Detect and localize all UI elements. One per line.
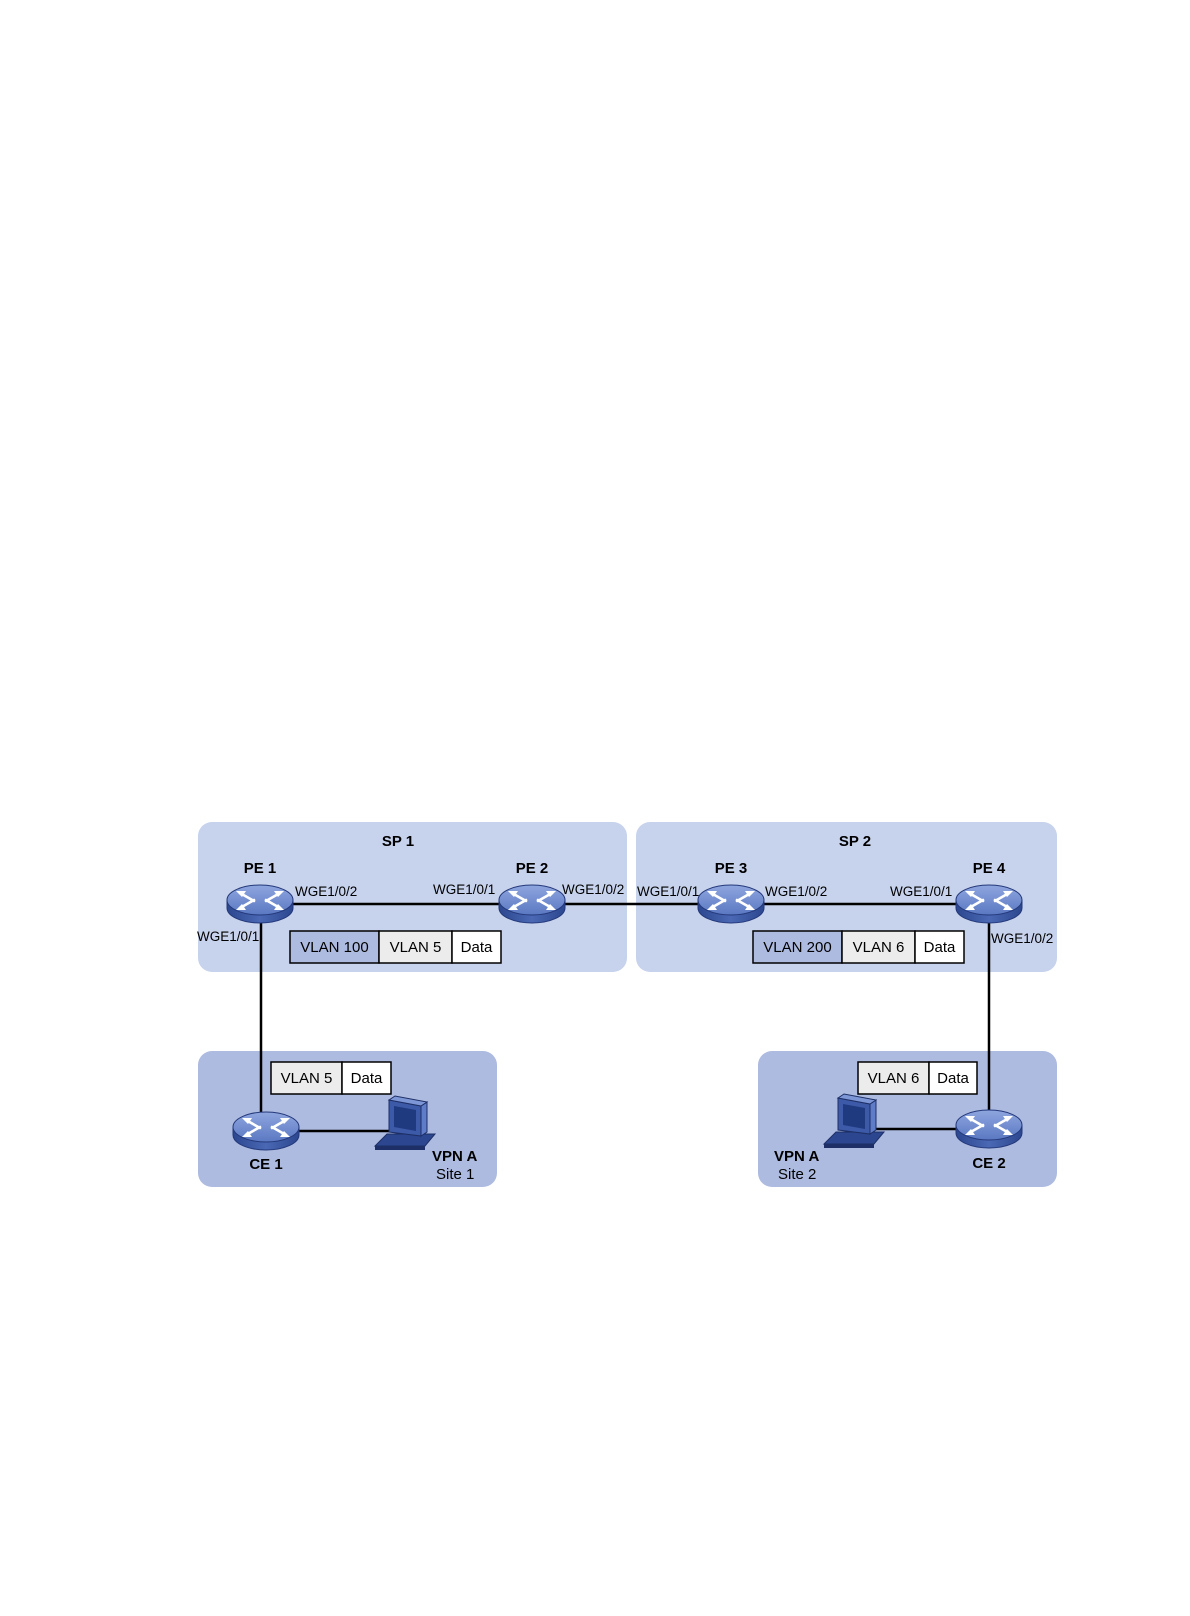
site1-frame: VLAN 5 Data [271, 1062, 391, 1094]
site1-frame-tag: VLAN 5 [281, 1070, 333, 1087]
sp2-frame-inner-tag: VLAN 6 [853, 939, 905, 956]
site2-frame-tag: VLAN 6 [868, 1070, 920, 1087]
sp1-frame-outer-tag: VLAN 100 [300, 939, 368, 956]
site1-frame-data: Data [351, 1070, 383, 1087]
sp2-frame-outer-tag: VLAN 200 [763, 939, 831, 956]
ce1-label: CE 1 [249, 1156, 282, 1173]
pe4-router-icon[interactable] [956, 885, 1022, 923]
sp2-frame: VLAN 200 VLAN 6 Data [753, 931, 964, 963]
site2-frame-data: Data [937, 1070, 969, 1087]
ce2-label: CE 2 [972, 1155, 1005, 1172]
site2-name-label: Site 2 [778, 1166, 816, 1183]
pe2-port-right-label: WGE1/0/2 [562, 882, 624, 897]
sp1-frame-inner-tag: VLAN 5 [390, 939, 442, 956]
site2-vpn-label: VPN A [774, 1148, 819, 1165]
pe3-label: PE 3 [715, 860, 748, 877]
pe2-port-left-label: WGE1/0/1 [433, 882, 495, 897]
pe1-port-right-label: WGE1/0/2 [295, 884, 357, 899]
site1-name-label: Site 1 [436, 1166, 474, 1183]
ce1-router-icon[interactable] [233, 1112, 299, 1150]
pe1-router-icon[interactable] [227, 885, 293, 923]
pe3-port-right-label: WGE1/0/2 [765, 884, 827, 899]
pe1-label: PE 1 [244, 860, 277, 877]
site2-frame: VLAN 6 Data [858, 1062, 977, 1094]
pe3-port-left-label: WGE1/0/1 [637, 884, 699, 899]
sp1-frame: VLAN 100 VLAN 5 Data [290, 931, 501, 963]
site1-vpn-label: VPN A [432, 1148, 477, 1165]
pe1-port-down-label: WGE1/0/1 [197, 929, 259, 944]
ce2-router-icon[interactable] [956, 1110, 1022, 1148]
sp2-frame-data: Data [924, 939, 956, 956]
pe4-port-left-label: WGE1/0/1 [890, 884, 952, 899]
sp2-title: SP 2 [839, 833, 871, 850]
pe3-router-icon[interactable] [698, 885, 764, 923]
pe2-label: PE 2 [516, 860, 549, 877]
sp1-title: SP 1 [382, 833, 414, 850]
pe4-port-down-label: WGE1/0/2 [991, 931, 1053, 946]
pe4-label: PE 4 [973, 860, 1006, 877]
sp1-frame-data: Data [461, 939, 493, 956]
pe2-router-icon[interactable] [499, 885, 565, 923]
